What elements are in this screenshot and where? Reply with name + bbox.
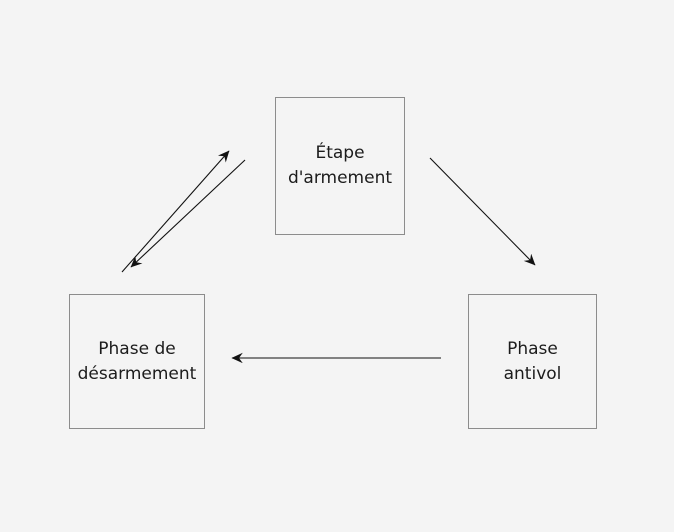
node-antitheft-label-line1: Phase bbox=[507, 338, 558, 359]
node-disarming-phase[interactable]: Phase de désarmement bbox=[69, 294, 205, 429]
arrow-disarming-to-arming bbox=[121, 151, 230, 273]
node-arming-label-line1: Étape bbox=[315, 143, 365, 164]
node-arming-stage[interactable]: Étape d'armement bbox=[275, 97, 405, 235]
arrow-arming-to-antitheft bbox=[429, 157, 535, 265]
node-arming-label-line2: d'armement bbox=[287, 168, 393, 188]
node-disarming-label: Phase de désarmement bbox=[78, 337, 197, 386]
arrow-arming-to-disarming bbox=[131, 159, 246, 267]
node-antitheft-label-line2: antivol bbox=[503, 363, 562, 384]
node-arming-label: Étape d'armement bbox=[288, 141, 392, 190]
node-antitheft-label: Phase antivol bbox=[504, 337, 562, 386]
node-disarming-label-line2: désarmement bbox=[77, 363, 197, 384]
node-antitheft-phase[interactable]: Phase antivol bbox=[468, 294, 597, 429]
node-disarming-label-line1: Phase de bbox=[98, 338, 176, 359]
